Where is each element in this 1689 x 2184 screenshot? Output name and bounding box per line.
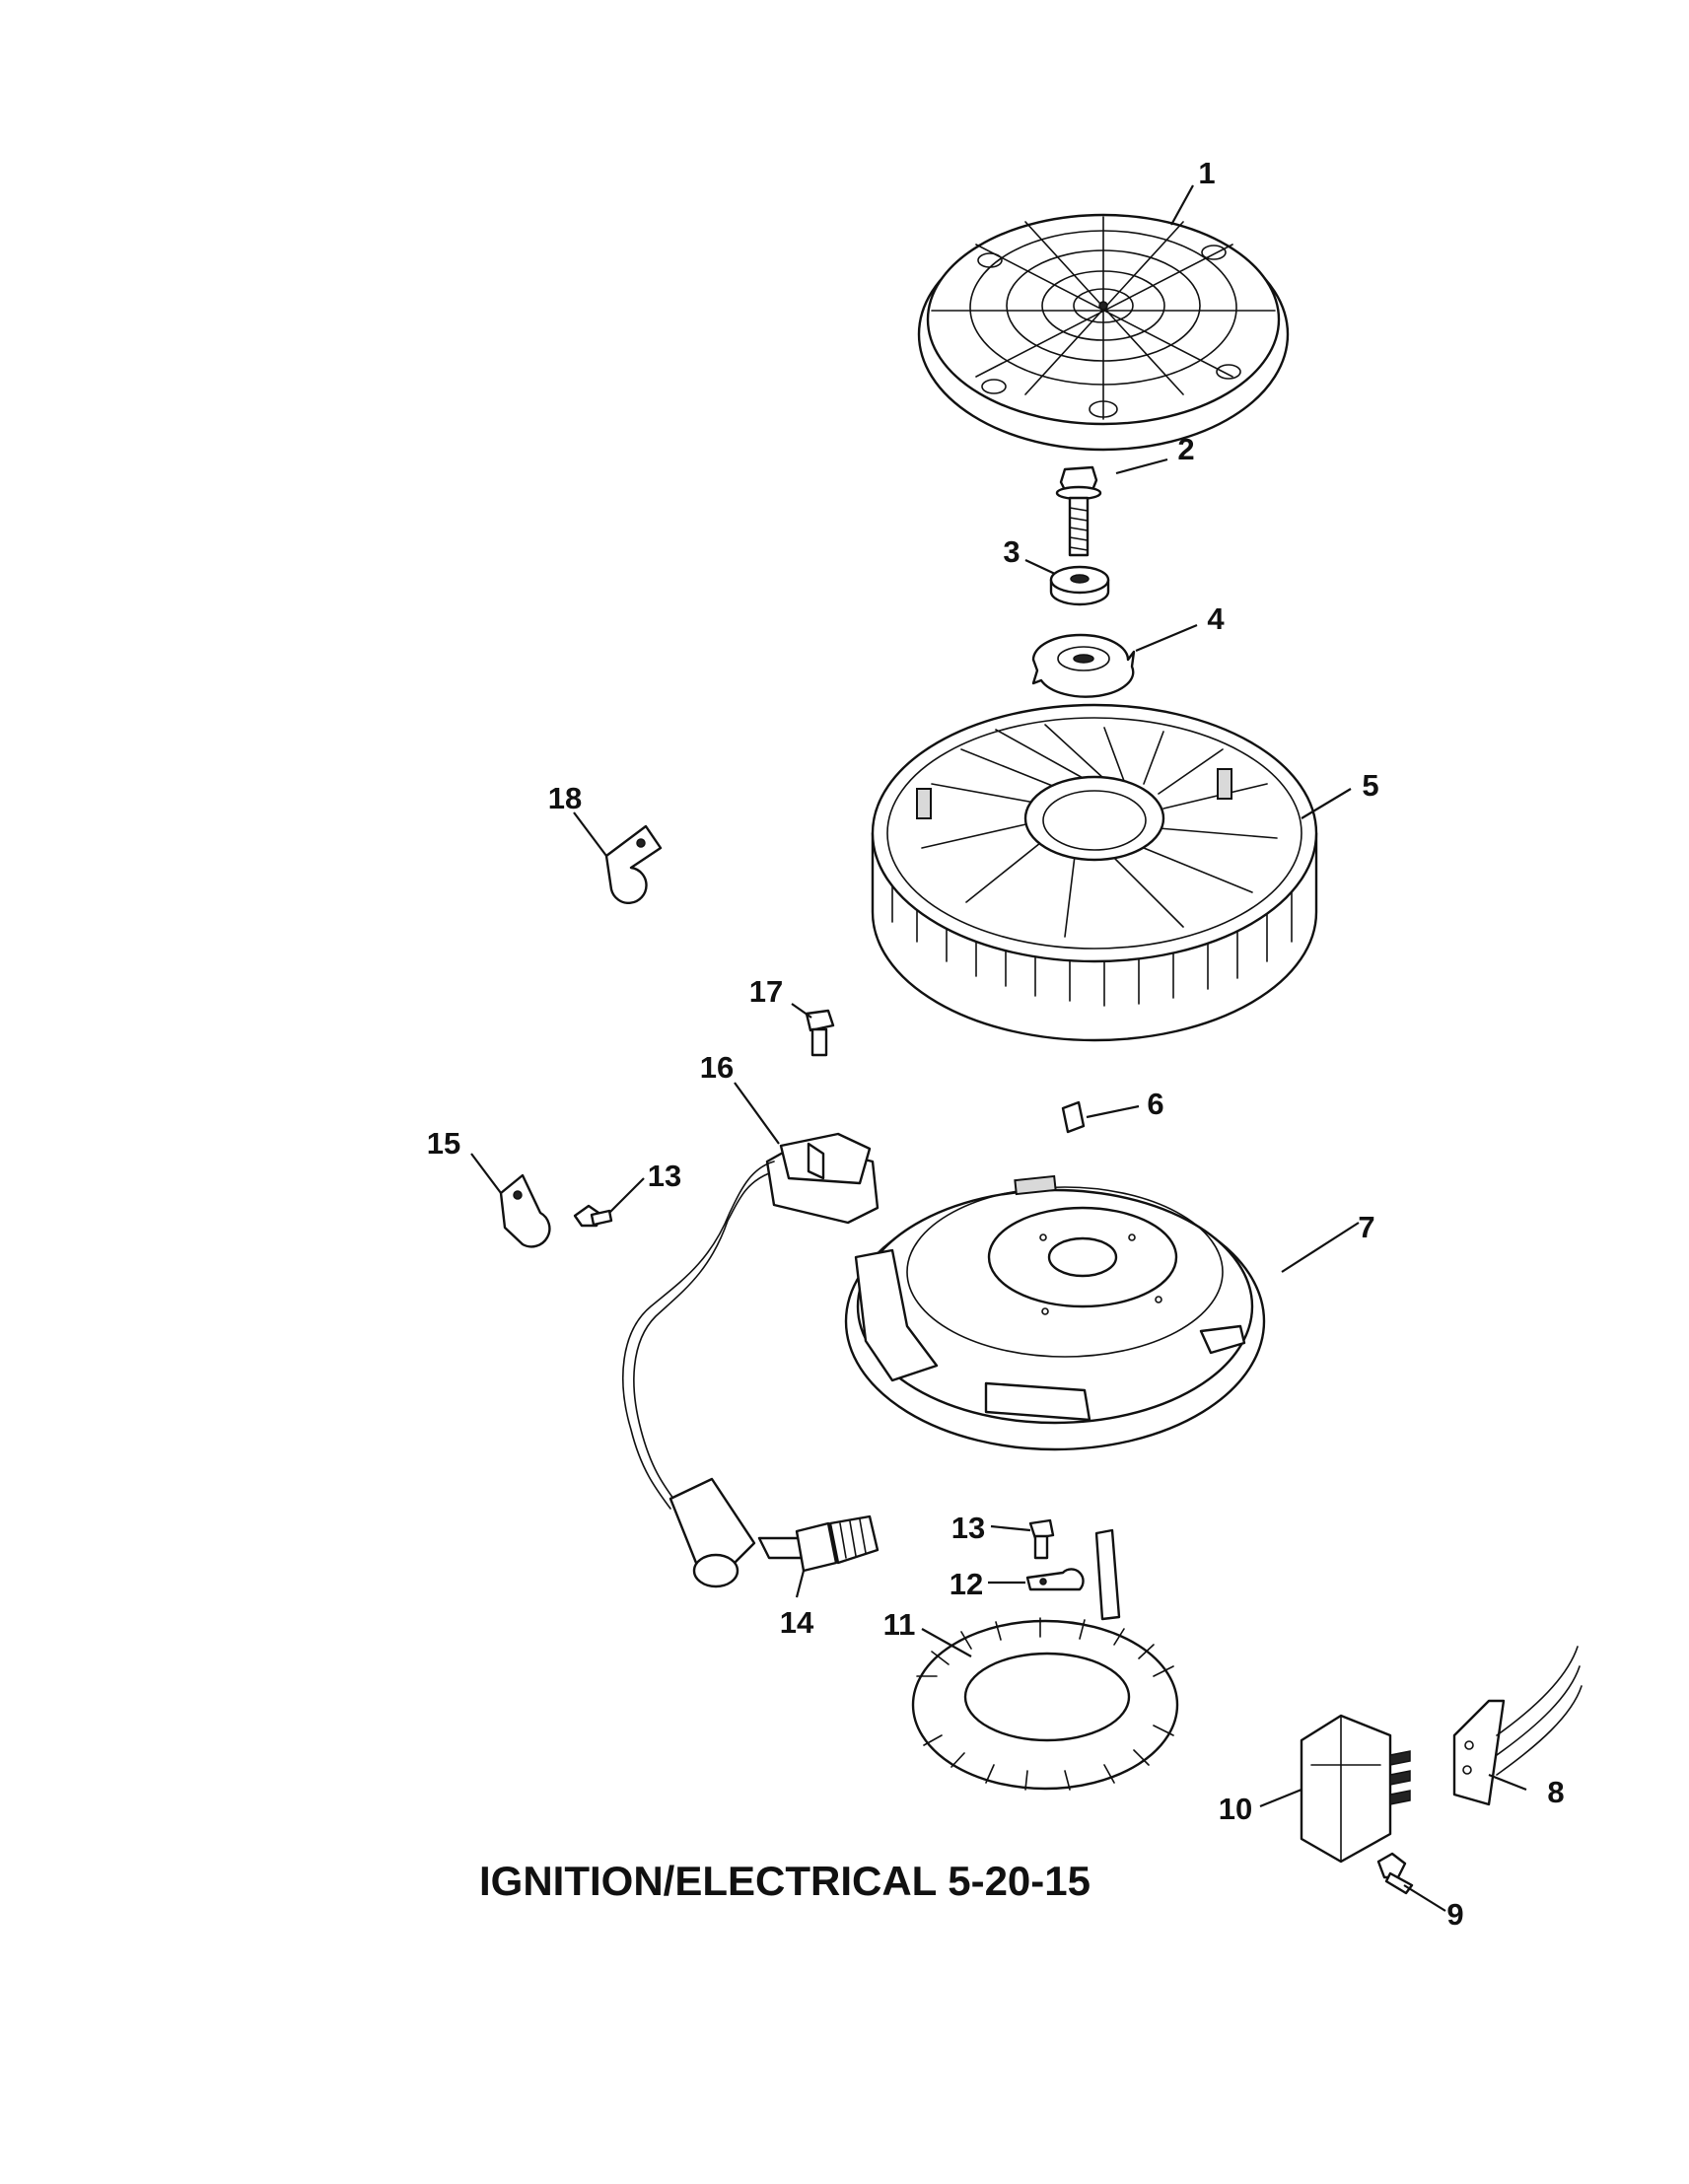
part-connector xyxy=(1452,1646,1583,1806)
part-ignition-coil xyxy=(622,1132,880,1588)
callout-14: 14 xyxy=(780,1605,814,1640)
part-bolt xyxy=(1055,465,1102,557)
callout-5: 5 xyxy=(1362,768,1378,803)
part-screw xyxy=(1376,1852,1414,1895)
callout-13-lower: 13 xyxy=(951,1511,985,1545)
callout-4: 4 xyxy=(1207,601,1225,636)
part-spark-plug xyxy=(757,1515,880,1573)
callout-1: 1 xyxy=(1198,156,1215,190)
callout-12: 12 xyxy=(950,1567,983,1601)
part-washer xyxy=(1049,565,1110,606)
part-clamp xyxy=(499,1173,551,1248)
callout-2: 2 xyxy=(1177,432,1194,466)
diagram-title: IGNITION/ELECTRICAL 5-20-15 xyxy=(479,1858,1091,1904)
callout-13-upper: 13 xyxy=(648,1159,681,1193)
callout-15: 15 xyxy=(427,1126,460,1161)
part-coil-screw xyxy=(805,1009,835,1057)
callout-7: 7 xyxy=(1358,1210,1374,1244)
callout-8: 8 xyxy=(1547,1775,1564,1809)
leader-lines xyxy=(470,184,1527,1912)
part-screw-lower xyxy=(1028,1518,1055,1560)
part-clip xyxy=(1025,1568,1085,1591)
part-flywheel xyxy=(844,1174,1266,1451)
callout-3: 3 xyxy=(1003,534,1020,569)
part-regulator xyxy=(1300,1714,1411,1864)
callout-17: 17 xyxy=(749,974,783,1009)
callout-6: 6 xyxy=(1147,1087,1163,1121)
callout-11: 11 xyxy=(883,1607,916,1642)
callout-18: 18 xyxy=(548,781,582,815)
callout-16: 16 xyxy=(700,1050,734,1085)
callout-9: 9 xyxy=(1446,1897,1463,1932)
part-stator xyxy=(911,1528,1179,1791)
part-grille-disc xyxy=(917,213,1290,452)
part-key xyxy=(1061,1100,1086,1134)
part-clamp-18 xyxy=(604,824,663,905)
part-fan xyxy=(871,703,1318,1042)
callout-10: 10 xyxy=(1219,1792,1252,1826)
part-screw-upper xyxy=(573,1204,613,1228)
part-retainer-plate xyxy=(1031,633,1136,698)
